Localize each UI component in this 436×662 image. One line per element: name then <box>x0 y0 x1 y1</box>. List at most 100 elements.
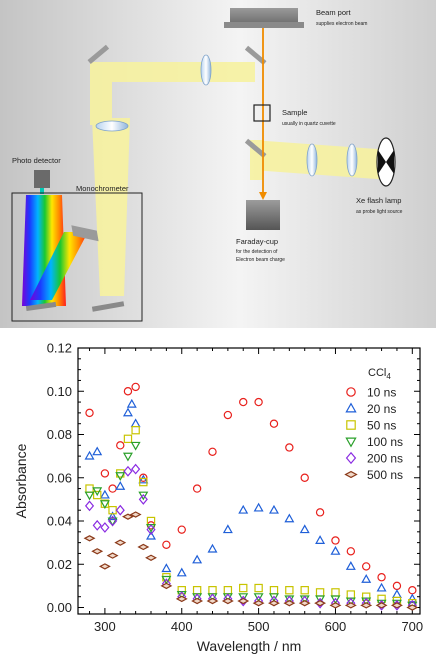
y-tick-label: 0.10 <box>47 384 72 399</box>
data-point-50-ns <box>93 490 102 500</box>
data-point-20-ns <box>99 489 110 499</box>
lamp-label: Xe flash lamp <box>356 196 401 205</box>
data-point-10-ns <box>162 540 171 549</box>
data-point-50-ns <box>239 583 248 593</box>
data-point-200-ns <box>115 504 125 516</box>
beam-port-base <box>224 22 304 28</box>
data-point-20-ns <box>315 535 326 544</box>
data-point-20-ns <box>84 450 95 460</box>
data-point-20-ns <box>284 513 295 523</box>
legend-label: 200 ns <box>367 452 403 466</box>
legend-label: 20 ns <box>367 402 396 416</box>
data-point-10-ns <box>377 573 386 582</box>
data-point-20-ns <box>222 524 233 534</box>
data-point-50-ns <box>362 592 371 601</box>
sample-label: Sample <box>282 108 307 117</box>
data-point-10-ns <box>100 469 110 478</box>
x-tick-label: 400 <box>171 619 193 634</box>
data-point-20-ns <box>115 481 126 490</box>
data-point-500-ns <box>160 582 173 590</box>
data-point-50-ns <box>131 425 140 435</box>
data-point-500-ns <box>283 599 296 607</box>
data-point-20-ns <box>176 567 187 577</box>
data-marks <box>83 382 419 611</box>
data-point-20-ns <box>161 563 172 573</box>
electron-beam-arrow <box>259 192 267 200</box>
lamp-electrode-right <box>386 150 394 174</box>
data-point-500-ns <box>298 599 311 607</box>
y-tick-label: 0.12 <box>47 341 72 356</box>
data-point-500-ns <box>91 548 104 555</box>
data-point-10-ns <box>331 536 340 545</box>
monochromator-label: Monochrometer <box>76 184 129 193</box>
data-point-100-ns <box>107 517 118 527</box>
lens-top <box>200 54 212 86</box>
data-point-200-ns <box>138 493 148 505</box>
data-point-500-ns <box>221 597 234 605</box>
faraday-cup <box>246 200 280 230</box>
data-point-10-ns <box>208 447 217 457</box>
dispersed-spectrum-diagonal <box>30 232 88 300</box>
data-point-500-ns <box>122 513 134 520</box>
x-tick-label: 600 <box>325 619 347 634</box>
y-tick-label: 0.08 <box>47 427 72 442</box>
photo-detector-label: Photo detector <box>12 156 61 165</box>
data-point-100-ns <box>138 491 149 501</box>
data-point-20-ns <box>299 524 310 534</box>
data-point-10-ns <box>362 562 371 571</box>
data-point-500-ns <box>344 602 357 609</box>
lens-right-2 <box>346 143 358 177</box>
data-point-10-ns <box>192 484 202 493</box>
legend-marker-20-ns <box>345 402 357 413</box>
data-point-20-ns <box>253 502 264 512</box>
faraday-sublabel-1: for the detection of <box>236 249 278 255</box>
setup-diagram: Beam port supplies electron beam Sample … <box>0 0 436 328</box>
data-point-10-ns <box>177 525 186 534</box>
x-axis-label: Wavelength / nm <box>197 638 302 654</box>
data-point-10-ns <box>116 441 125 450</box>
data-point-20-ns <box>192 554 203 564</box>
plot-frame <box>77 347 421 615</box>
data-point-20-ns <box>138 474 149 484</box>
data-point-50-ns <box>254 583 263 593</box>
x-tick-label: 500 <box>248 619 270 634</box>
mirror-top-left <box>87 44 110 65</box>
legend-title: CCl4 <box>368 367 391 381</box>
legend-label: 500 ns <box>367 468 403 482</box>
data-point-50-ns <box>285 586 294 595</box>
data-point-500-ns <box>206 597 219 605</box>
data-point-10-ns <box>269 419 279 428</box>
data-point-20-ns <box>92 446 103 456</box>
lamp-electrode-left <box>378 150 386 174</box>
data-point-50-ns <box>139 477 148 487</box>
data-point-100-ns <box>99 500 110 510</box>
y-tick-label: 0.00 <box>47 600 72 615</box>
data-point-10-ns <box>254 397 263 407</box>
data-point-500-ns <box>145 554 157 561</box>
y-tick-label: 0.04 <box>47 514 72 529</box>
data-point-500-ns <box>106 552 119 559</box>
x-tick-label: 300 <box>94 619 116 634</box>
data-point-10-ns <box>85 408 94 418</box>
data-point-500-ns <box>98 563 111 570</box>
data-point-10-ns <box>131 382 140 392</box>
data-point-20-ns <box>238 504 249 514</box>
data-point-10-ns <box>223 410 233 420</box>
mono-mirror-1 <box>25 301 57 312</box>
sample-cuvette <box>253 104 271 122</box>
data-point-10-ns <box>285 443 294 452</box>
data-point-20-ns <box>126 398 137 408</box>
legend-label: 10 ns <box>367 386 396 400</box>
beam-port-label: Beam port <box>316 8 352 17</box>
data-point-100-ns <box>238 593 249 603</box>
data-point-500-ns <box>329 602 342 609</box>
data-point-500-ns <box>360 602 373 609</box>
data-point-500-ns <box>314 599 327 607</box>
sample-sublabel: usually in quartz cuvette <box>282 121 336 127</box>
data-point-100-ns <box>330 595 341 605</box>
data-point-100-ns <box>115 472 126 481</box>
data-point-200-ns <box>92 519 102 531</box>
data-point-200-ns <box>100 522 110 533</box>
